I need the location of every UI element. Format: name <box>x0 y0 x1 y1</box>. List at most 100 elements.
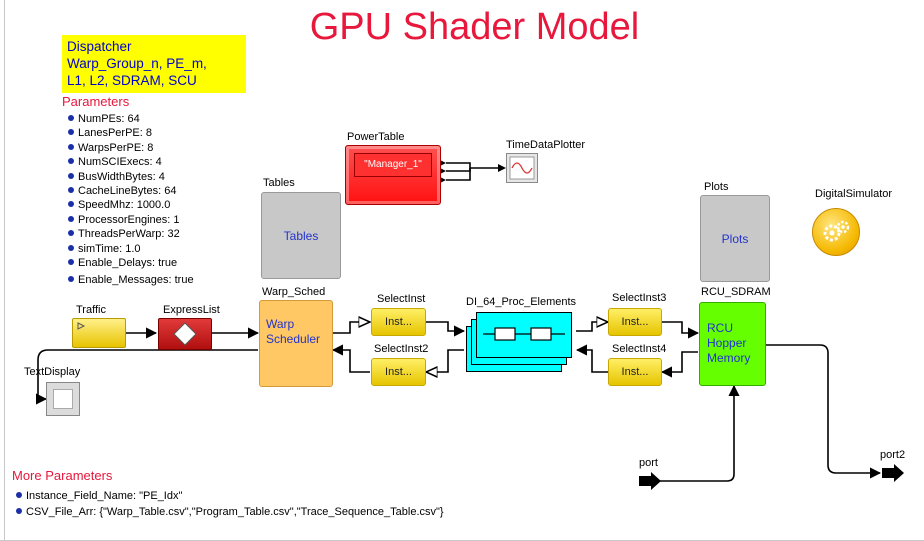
warp-scheduler-line2: Scheduler <box>266 332 321 346</box>
power-table-label: PowerTable <box>347 131 405 143</box>
left-border <box>4 0 5 541</box>
hierarchy-icon <box>483 327 565 341</box>
play-icon <box>77 322 86 330</box>
selectinst3-label: SelectInst3 <box>612 292 667 304</box>
more-parameters-heading: More Parameters <box>12 468 113 483</box>
parameter-item[interactable]: Enable_Messages: true <box>68 273 194 287</box>
dispatcher-note[interactable]: Dispatcher Warp_Group_n, PE_m, L1, L2, S… <box>62 35 246 93</box>
parameter-item[interactable]: simTime: 1.0 <box>68 242 194 256</box>
plots-block[interactable]: Plots <box>700 195 770 282</box>
digital-simulator-block[interactable] <box>812 208 860 256</box>
rcu-line1: RCU <box>707 321 733 335</box>
rcu-sdram-label: RCU_SDRAM <box>701 286 771 298</box>
text-display-label: TextDisplay <box>24 366 81 378</box>
power-table-inner: "Manager_1" <box>354 153 432 177</box>
selectinst2-block[interactable]: Inst... <box>371 358 426 386</box>
time-plotter-label: TimeDataPlotter <box>506 139 586 151</box>
bullet-icon <box>68 230 74 237</box>
bullet-icon <box>68 215 74 222</box>
tables-block[interactable]: Tables <box>261 192 341 279</box>
parameter-item[interactable]: NumPEs: 64 <box>68 112 194 126</box>
bullet-icon <box>68 129 74 136</box>
wire-warp-textdisplay <box>35 349 258 405</box>
parameter-item[interactable]: SpeedMhz: 1000.0 <box>68 198 194 212</box>
wire-port-rcu <box>660 384 740 482</box>
traffic-block[interactable] <box>72 318 126 348</box>
express-list-block[interactable] <box>158 318 212 350</box>
power-table-block[interactable]: "Manager_1" <box>345 145 441 205</box>
dispatcher-line3: L1, L2, SDRAM, SCU <box>67 73 197 88</box>
wire-selectinst2-warp <box>331 344 370 373</box>
selectinst-label: SelectInst <box>377 293 426 305</box>
parameter-item[interactable]: ProcessorEngines: 1 <box>68 213 194 227</box>
wire-warp-selectinst <box>332 322 370 334</box>
tables-label: Tables <box>263 177 295 189</box>
input-port-arrow-icon[interactable] <box>639 472 663 490</box>
bullet-icon <box>16 492 22 499</box>
bullet-icon <box>68 259 74 265</box>
parameter-item[interactable]: LanesPerPE: 8 <box>68 126 194 140</box>
wire-rcu-port2 <box>766 344 882 479</box>
output-port-arrow-icon[interactable] <box>882 464 906 482</box>
rcu-line3: Memory <box>707 351 751 365</box>
parameter-item[interactable]: BusWidthBytes: 4 <box>68 170 194 184</box>
proc-elements-block[interactable] <box>476 312 572 358</box>
page-title: GPU Shader Model <box>309 6 640 48</box>
decision-diamond-icon <box>173 322 197 346</box>
input-port-icon <box>498 164 506 172</box>
text-display-block[interactable] <box>46 382 80 416</box>
warp-scheduler-line1: Warp <box>266 317 295 331</box>
selectinst2-label: SelectInst2 <box>374 343 429 355</box>
selectinst4-label: SelectInst4 <box>612 343 667 355</box>
parameters-heading: Parameters <box>62 94 130 109</box>
bullet-icon <box>16 508 22 515</box>
bullet-icon <box>68 115 74 122</box>
sine-wave-icon <box>509 156 535 180</box>
parameter-item[interactable]: CSV_File_Arr: {"Warp_Table.csv","Program… <box>16 504 444 520</box>
wire-proc-selectinst2 <box>426 349 464 372</box>
rcu-hopper-memory-block[interactable]: RCU Hopper Memory <box>699 302 766 386</box>
plots-label: Plots <box>704 181 729 193</box>
more-parameters-list: Instance_Field_Name: "PE_Idx" CSV_File_A… <box>16 488 444 520</box>
dispatcher-line2: Warp_Group_n, PE_m, <box>67 56 207 71</box>
parameter-item[interactable]: ThreadsPerWarp: 32 <box>68 227 194 241</box>
wire-power-plotter-1 <box>446 162 502 169</box>
selectinst4-block[interactable]: Inst... <box>608 358 662 386</box>
selectinst-block[interactable]: Inst... <box>371 308 426 336</box>
wire-selectinst-proc <box>426 321 466 337</box>
express-list-label: ExpressList <box>163 304 220 316</box>
wire-rcu-selectinst4 <box>660 351 698 378</box>
bullet-icon <box>68 143 74 150</box>
digital-simulator-label: DigitalSimulator <box>815 188 893 200</box>
bullet-icon <box>68 244 74 251</box>
parameter-item[interactable]: Enable_Delays: true <box>68 256 194 270</box>
bullet-icon <box>68 187 74 194</box>
gears-icon <box>823 220 850 242</box>
parameter-item[interactable]: WarpsPerPE: 8 <box>68 141 194 155</box>
dispatcher-line1: Dispatcher <box>67 39 132 54</box>
parameter-item[interactable]: CacheLineBytes: 64 <box>68 184 194 198</box>
parameters-list: NumPEs: 64 LanesPerPE: 8 WarpsPerPE: 8 N… <box>68 112 194 288</box>
rcu-line2: Hopper <box>707 336 747 350</box>
selectinst3-block[interactable]: Inst... <box>608 308 662 336</box>
wire-power-plotter-3 <box>446 168 471 181</box>
warp-scheduler-block[interactable]: Warp Scheduler <box>259 300 333 387</box>
port2-label: port2 <box>880 449 906 461</box>
proc-elements-label: DI_64_Proc_Elements <box>466 296 577 308</box>
bullet-icon <box>68 201 74 208</box>
bullet-icon <box>68 158 74 165</box>
bullet-icon <box>68 276 74 283</box>
time-plotter-block[interactable] <box>506 153 538 183</box>
wire-selectinst4-proc <box>575 344 608 373</box>
wire-proc-selectinst3 <box>576 322 608 332</box>
display-screen-icon <box>53 389 73 409</box>
bullet-icon <box>68 172 74 179</box>
port-label: port <box>639 457 658 469</box>
wire-power-plotter-2 <box>446 168 471 172</box>
warp-sched-label: Warp_Sched <box>262 286 326 298</box>
parameter-item[interactable]: Instance_Field_Name: "PE_Idx" <box>16 488 444 504</box>
traffic-label: Traffic <box>76 304 106 316</box>
wire-selectinst3-rcu <box>662 321 700 339</box>
parameter-item[interactable]: NumSCIExecs: 4 <box>68 155 194 169</box>
